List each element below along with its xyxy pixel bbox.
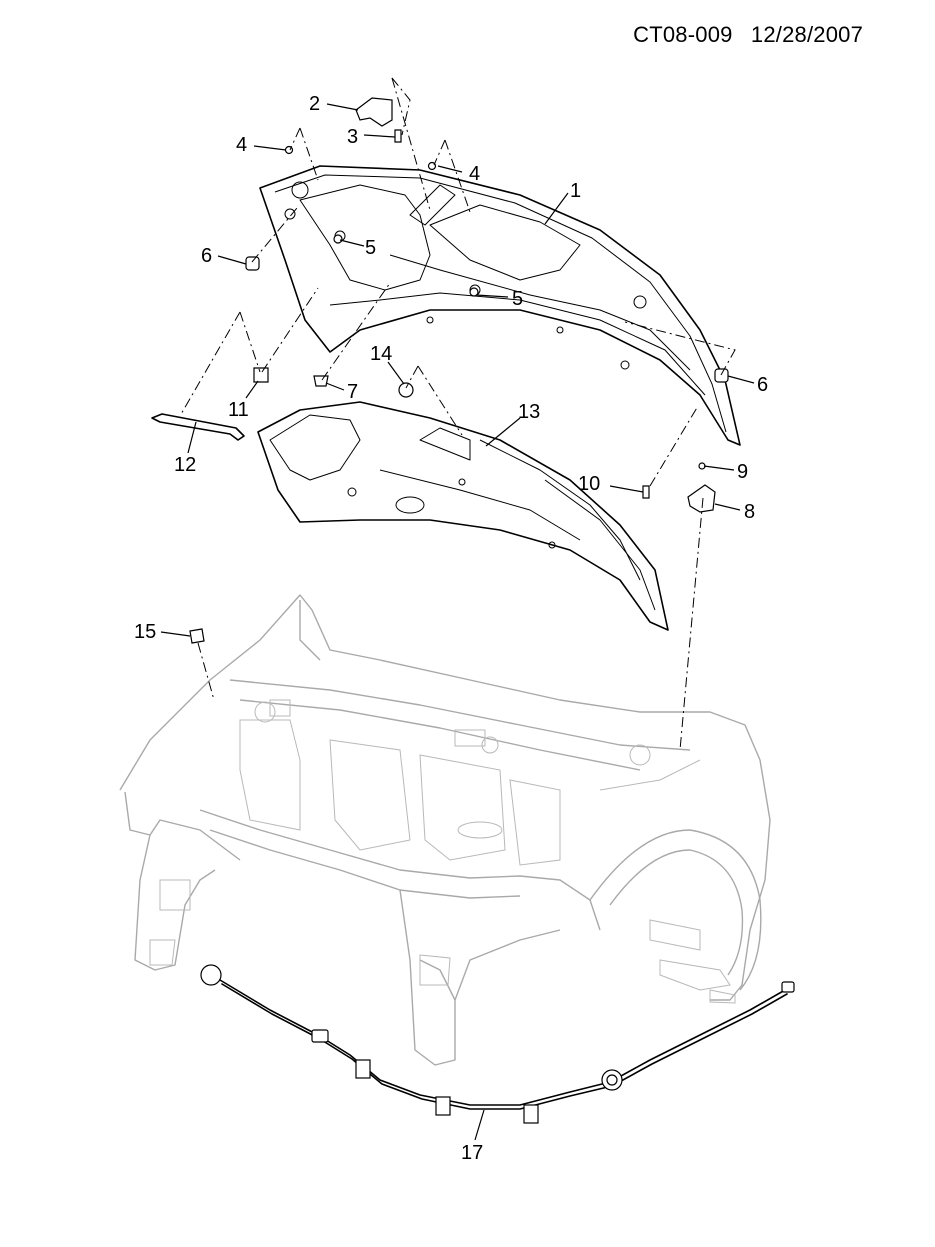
callout-1: 1 — [570, 180, 581, 202]
callout-2: 2 — [309, 93, 320, 115]
diagram-header: CT08-009 12/28/2007 — [633, 22, 863, 48]
callout-labels: 1 2 3 4 4 5 5 6 6 7 8 9 10 11 12 13 14 1… — [134, 93, 768, 1164]
hood-release-cable — [200, 964, 795, 1124]
document-date: 12/28/2007 — [750, 22, 863, 47]
hardware-parts — [151, 97, 729, 644]
assembly-lines — [179, 77, 736, 751]
callout-8: 8 — [744, 501, 755, 523]
callout-6-left: 6 — [201, 245, 212, 267]
hood-panel — [259, 165, 741, 446]
callout-12: 12 — [174, 454, 196, 476]
vehicle-front-structure — [119, 594, 771, 1066]
callout-7: 7 — [347, 381, 358, 403]
callout-4-right: 4 — [469, 163, 480, 185]
document-code: CT08-009 — [633, 22, 733, 47]
callout-14: 14 — [370, 343, 392, 365]
hood-insulator — [257, 401, 669, 631]
callout-17: 17 — [461, 1142, 483, 1164]
callout-10: 10 — [578, 473, 600, 495]
callout-11: 11 — [228, 399, 249, 421]
callout-13: 13 — [518, 401, 540, 423]
callout-15: 15 — [134, 621, 156, 643]
latch-striker — [355, 97, 393, 127]
callout-3: 3 — [347, 126, 358, 148]
callout-5-left: 5 — [365, 237, 376, 259]
callout-4-left: 4 — [236, 134, 247, 156]
callout-5-right: 5 — [512, 288, 523, 310]
callout-6-right: 6 — [757, 374, 768, 396]
callout-9: 9 — [737, 461, 748, 483]
leader-lines — [160, 103, 755, 1141]
